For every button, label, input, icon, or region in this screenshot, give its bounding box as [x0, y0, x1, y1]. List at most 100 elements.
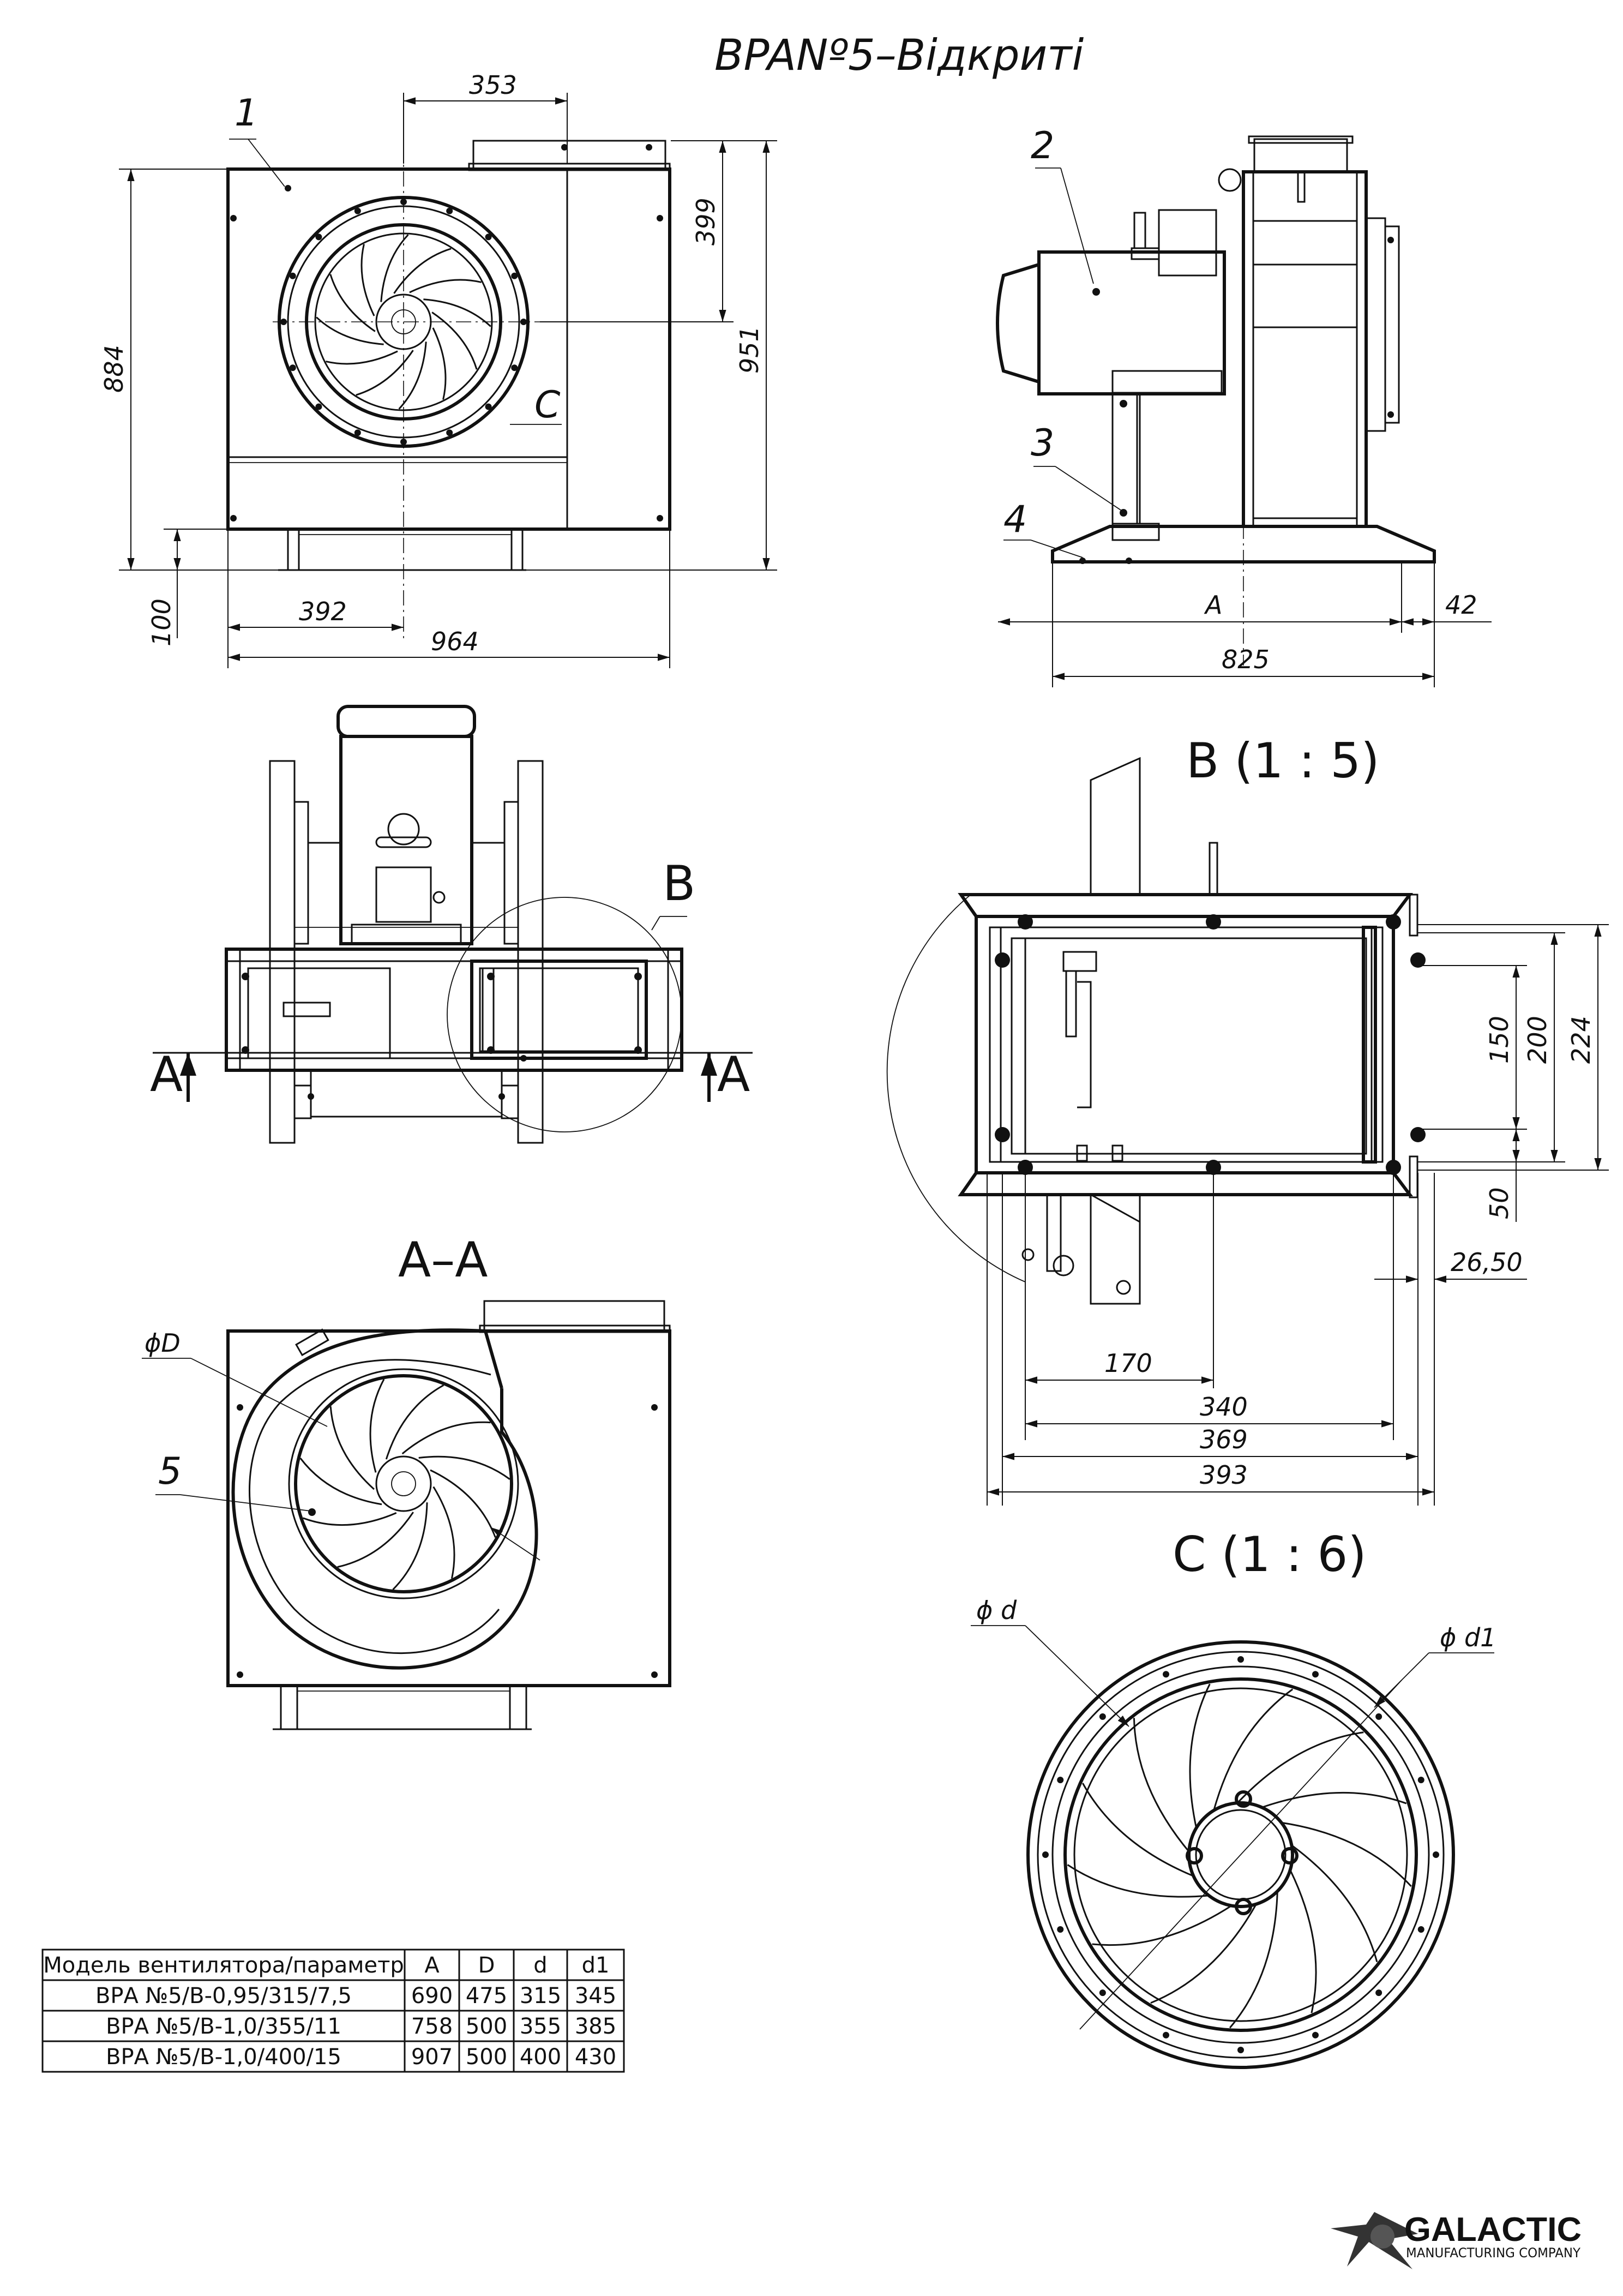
table-header-a: A — [424, 1953, 440, 1978]
impeller-blade — [1150, 1903, 1257, 2004]
flange-bolt — [1312, 2031, 1319, 2039]
impeller-blade — [329, 274, 376, 332]
table-header-d: d — [533, 1953, 547, 1978]
impeller-blade — [1281, 1821, 1412, 1887]
drawing-title: BPANº5–Bідкриті — [714, 31, 1084, 80]
flange-bolt — [1099, 1989, 1106, 1997]
impeller-blade — [299, 1458, 382, 1506]
part-2-label: 5 — [158, 1450, 182, 1493]
table-header-d1: d1 — [582, 1953, 610, 1978]
impeller-blade — [326, 350, 398, 365]
logo-name: GALACTIC — [1404, 2211, 1582, 2249]
dim-100: 100 — [147, 598, 176, 646]
flange-bolt — [315, 233, 322, 241]
flange-bolt — [354, 429, 361, 436]
table-cell: 907 — [411, 2045, 453, 2070]
impeller-blade — [398, 341, 427, 410]
part-5-label: 4 — [1003, 498, 1027, 541]
table-cell: ВРА №5/В-1,0/400/15 — [106, 2045, 341, 2070]
dim-353: 353 — [469, 70, 517, 100]
impeller-blade — [1092, 1905, 1232, 1946]
table-cell: 758 — [411, 2014, 453, 2039]
dim-825: 825 — [1222, 645, 1270, 674]
flange-bolt — [354, 207, 361, 214]
table-cell: 500 — [466, 2045, 507, 2070]
impeller-blade — [360, 244, 375, 316]
table-cell: 315 — [520, 1983, 561, 2009]
flange-bolt — [1237, 2047, 1244, 2053]
side-view: 2 3 4 A 42 825 — [996, 124, 1492, 687]
table-cell: ВРА №5/В-0,95/315/7,5 — [95, 1983, 352, 2009]
dim-26-50: 26,50 — [1451, 1248, 1523, 1277]
flange-bolt — [1162, 1671, 1169, 1678]
section-a-view: A–A ϕD 5 — [142, 1232, 671, 1730]
flange-bolt — [446, 207, 453, 214]
flange-bolt — [485, 233, 492, 241]
flange-bolt — [446, 429, 453, 436]
detail-b-title: B (1 : 5) — [1186, 733, 1380, 789]
flange-bolt — [1433, 1851, 1439, 1858]
impeller-blade — [1291, 1844, 1378, 1963]
table-cell: 400 — [520, 2045, 561, 2070]
impeller-blade — [418, 1455, 510, 1480]
dim-200: 200 — [1523, 1016, 1552, 1064]
table-cell: 500 — [466, 2014, 507, 2039]
dim-224: 224 — [1566, 1016, 1596, 1064]
callout-c-label: C — [534, 383, 561, 427]
table-cell: 355 — [520, 2014, 561, 2039]
flange-bolt — [1057, 1926, 1064, 1933]
flange-bolt — [485, 403, 492, 410]
impeller-blade — [432, 1486, 455, 1579]
flange-bolt — [1417, 1776, 1424, 1783]
impeller-blade — [1229, 1891, 1278, 2029]
impeller-blade — [1133, 1718, 1190, 1853]
table-cell: 690 — [411, 1983, 453, 2009]
impeller-blade — [401, 1421, 491, 1455]
flange-bolt — [1099, 1713, 1106, 1720]
impeller-blade — [1213, 1688, 1294, 1811]
impeller-blade — [1289, 1869, 1317, 2013]
part-4-label: 3 — [1031, 422, 1054, 465]
detail-b-view: B (1 : 5) — [886, 733, 1609, 1506]
dim-a: A — [1204, 590, 1222, 620]
cut-a-right: A — [717, 1046, 750, 1102]
impeller-blade — [432, 327, 447, 400]
dia-D-label: ϕD — [145, 1328, 181, 1358]
flange-bolt — [1417, 1926, 1424, 1933]
dim-42: 42 — [1445, 590, 1477, 620]
galactic-logo: GALACTIC MANUFACTURING COMPANY — [1331, 2211, 1582, 2269]
impeller-blade — [409, 279, 482, 293]
impeller-blade — [393, 248, 452, 294]
impeller-blade — [431, 311, 478, 370]
cut-a-left: A — [150, 1046, 183, 1102]
impeller-blade — [1081, 1783, 1194, 1877]
section-a-title: A–A — [398, 1232, 488, 1288]
flange-bolt — [1375, 1989, 1382, 1997]
flange-bolt — [1312, 1671, 1319, 1678]
impeller-blade — [1261, 1791, 1407, 1808]
table-cell: 345 — [575, 1983, 616, 2009]
detail-c-title: C (1 : 6) — [1173, 1526, 1367, 1582]
flange-bolt — [1237, 1656, 1244, 1663]
impeller-blade — [380, 234, 409, 302]
impeller-blade — [423, 298, 491, 327]
detail-c-view: C (1 : 6) ϕ d ϕ d1 — [971, 1526, 1496, 2069]
dim-50: 50 — [1484, 1187, 1514, 1219]
flange-bolt — [1057, 1776, 1064, 1783]
dim-884: 884 — [99, 345, 129, 393]
dim-951: 951 — [735, 326, 764, 374]
front-view: C 1 353 399 951 884 100 392 — [99, 70, 777, 668]
parameter-table: Модель вентилятора/параметр A D d d1 ВРА… — [41, 1949, 625, 2073]
impeller-blade — [385, 1384, 444, 1460]
impeller-blade — [430, 1469, 496, 1538]
impeller-blade — [1067, 1864, 1209, 1898]
table-cell: 475 — [466, 1983, 507, 2009]
dim-340: 340 — [1200, 1392, 1248, 1422]
logo-tagline: MANUFACTURING COMPANY — [1406, 2245, 1580, 2261]
dim-150: 150 — [1484, 1016, 1514, 1064]
table-cell: 430 — [575, 2045, 616, 2070]
callout-b-label: B — [663, 855, 695, 912]
flange-bolt — [1042, 1851, 1049, 1858]
impeller-blade — [1189, 1683, 1211, 1829]
impeller-blade — [316, 316, 384, 345]
